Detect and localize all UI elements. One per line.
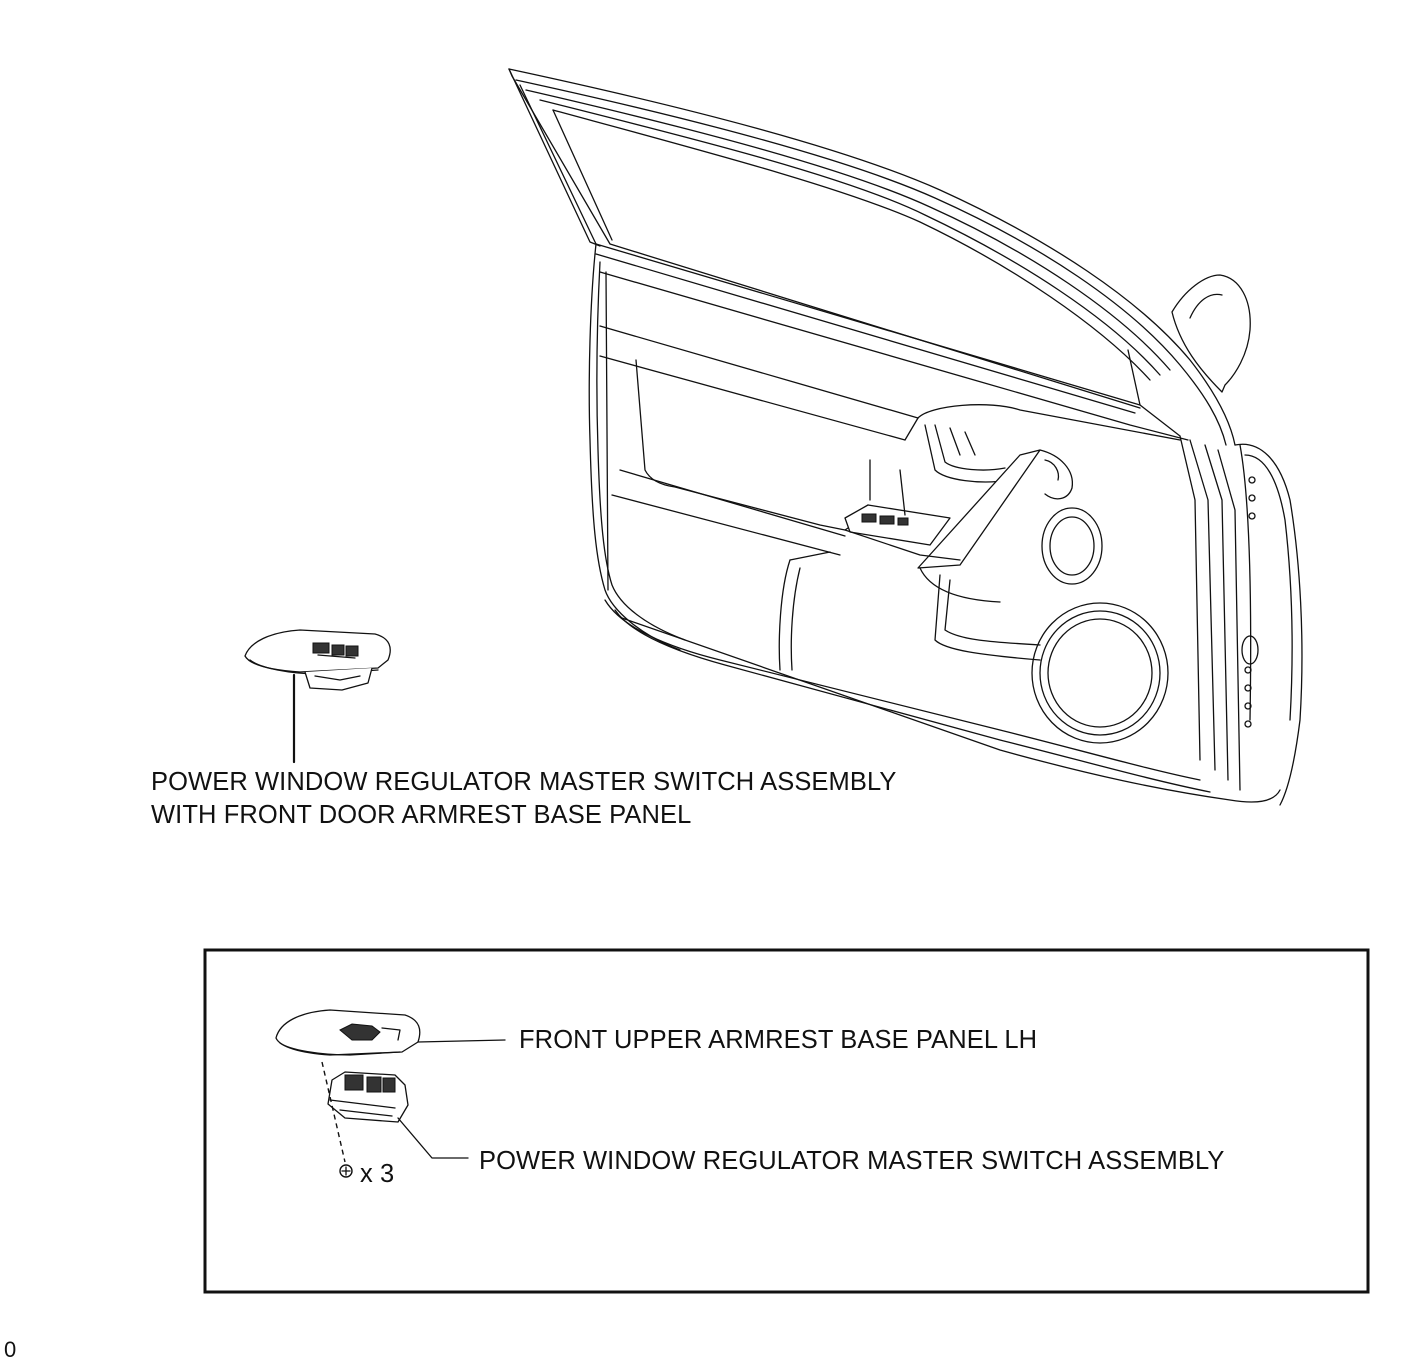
armrest-base-panel-illustration bbox=[244, 629, 391, 764]
master-switch-illustration bbox=[327, 1071, 469, 1159]
screw-guide-line bbox=[321, 1061, 346, 1163]
screw-quantity-label: x 3 bbox=[360, 1160, 395, 1188]
screw-icon bbox=[339, 1164, 353, 1178]
front-upper-armrest-base-panel-illustration bbox=[275, 1009, 506, 1056]
front-door-trim-illustration bbox=[508, 68, 1303, 806]
main-callout-line-1: POWER WINDOW REGULATOR MASTER SWITCH ASS… bbox=[151, 768, 897, 796]
detail-box-frame bbox=[203, 948, 1370, 1294]
switch-callout-label: POWER WINDOW REGULATOR MASTER SWITCH ASS… bbox=[479, 1147, 1225, 1175]
main-callout-line-2: WITH FRONT DOOR ARMREST BASE PANEL bbox=[151, 801, 692, 829]
panel-callout-label: FRONT UPPER ARMREST BASE PANEL LH bbox=[519, 1026, 1038, 1054]
corner-mark: 0 bbox=[4, 1337, 17, 1362]
